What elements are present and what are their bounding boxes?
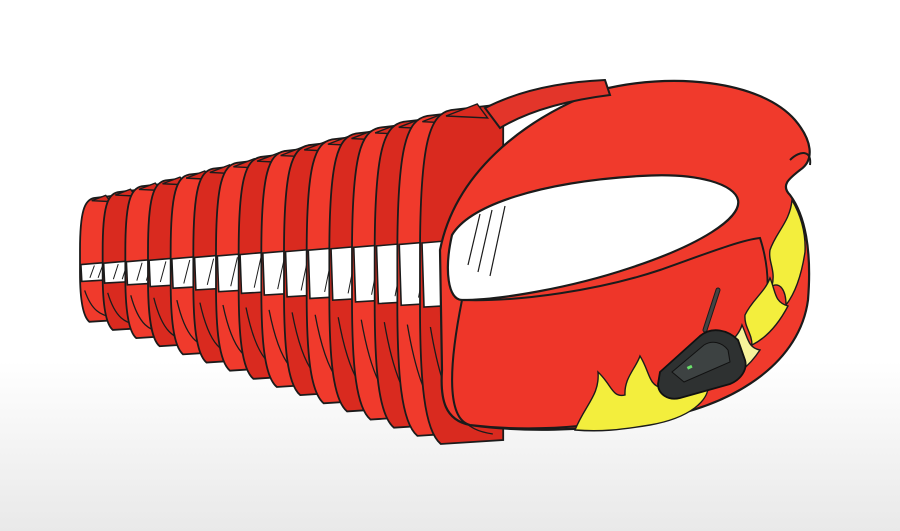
helmet-vent xyxy=(91,194,112,203)
intercom-led xyxy=(686,364,693,370)
visor-glare-line xyxy=(230,257,238,287)
visor-glare-line xyxy=(112,263,119,280)
front-helmet-brow xyxy=(789,152,812,166)
visor-glare-line xyxy=(159,261,167,283)
front-helmet-visor-glare xyxy=(467,205,506,277)
front-helmet-vent xyxy=(483,78,612,130)
visor-glare-line xyxy=(89,265,95,278)
visor-glare-line xyxy=(136,262,143,281)
visor-glare-line xyxy=(206,258,215,285)
front-helmet xyxy=(438,78,812,432)
visor-glare-line xyxy=(253,255,262,288)
helmet-vent xyxy=(445,103,490,119)
bluetooth-intercom-icon xyxy=(657,287,747,400)
visor-glare-line xyxy=(183,259,191,284)
